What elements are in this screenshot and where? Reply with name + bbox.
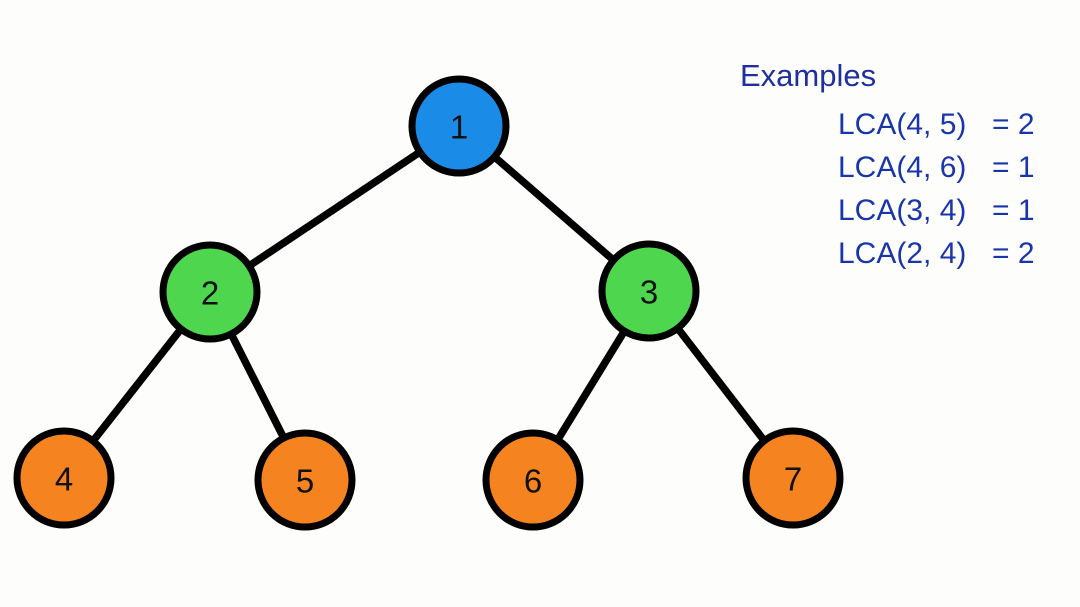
node-label-6: 6 (524, 463, 542, 500)
example-result: = 1 (992, 150, 1035, 184)
node-circle-4[interactable] (13, 427, 115, 529)
tree-nodes: 1 2 3 4 5 6 7 (13, 75, 844, 531)
example-result: = 2 (992, 236, 1035, 270)
example-row: LCA(2, 4) = 2 (838, 232, 1070, 275)
tree-node-6[interactable]: 6 (482, 429, 584, 531)
examples-heading: Examples (740, 58, 877, 93)
tree-node-3[interactable]: 3 (598, 240, 700, 342)
example-expression: LCA(4, 6) (838, 150, 967, 184)
node-circle-5[interactable] (254, 429, 356, 531)
example-row: LCA(4, 5) = 2 (838, 103, 1070, 146)
example-result: = 2 (992, 107, 1035, 141)
example-expression: LCA(2, 4) (838, 236, 967, 270)
tree-node-4[interactable]: 4 (13, 427, 115, 529)
example-expression: LCA(4, 5) (838, 107, 967, 141)
node-label-4: 4 (55, 461, 73, 498)
node-circle-3[interactable] (598, 240, 700, 342)
node-label-5: 5 (296, 463, 314, 500)
tree-node-1[interactable]: 1 (408, 75, 510, 177)
node-label-2: 2 (201, 275, 219, 312)
node-circle-7[interactable] (742, 427, 844, 529)
example-result: = 1 (992, 193, 1035, 227)
example-row: LCA(3, 4) = 1 (838, 189, 1070, 232)
example-row: LCA(4, 6) = 1 (838, 146, 1070, 189)
tree-node-7[interactable]: 7 (742, 427, 844, 529)
example-expression: LCA(3, 4) (838, 193, 967, 227)
tree-node-2[interactable]: 2 (159, 241, 261, 343)
node-circle-1[interactable] (408, 75, 510, 177)
node-label-7: 7 (784, 461, 802, 498)
node-circle-6[interactable] (482, 429, 584, 531)
node-label-3: 3 (640, 274, 658, 311)
tree-node-5[interactable]: 5 (254, 429, 356, 531)
node-circle-2[interactable] (159, 241, 261, 343)
node-label-1: 1 (450, 109, 468, 146)
